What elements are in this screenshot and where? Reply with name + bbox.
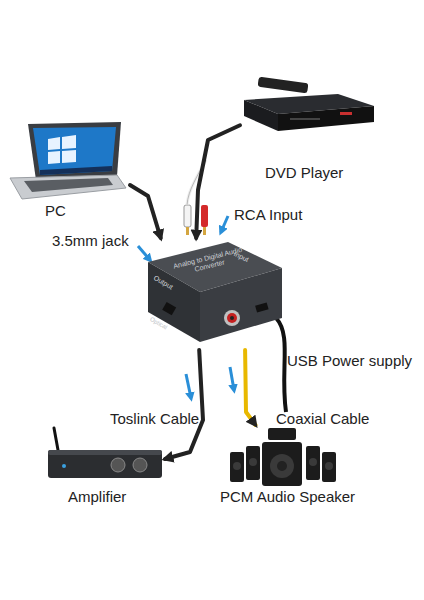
speaker-illustration-part: [270, 454, 294, 478]
laptop-illustration-part: [33, 127, 116, 175]
cable-label: 3.5mm jack: [52, 232, 129, 249]
dvd-player-illustration-part: [258, 77, 309, 94]
device-node: DVD Player: [240, 78, 375, 183]
speaker-illustration-part: [322, 452, 336, 482]
laptop-illustration-part: [10, 175, 126, 199]
amplifier-illustration-part: [62, 464, 66, 468]
device-node: Amplifier: [40, 438, 165, 508]
converter-node: InputAnalog to Digital Audio ConverterOu…: [140, 238, 288, 350]
device-node: PC: [12, 120, 130, 220]
laptop-illustration-part: [62, 150, 76, 163]
converter-box-part: [227, 313, 237, 323]
speaker-illustration-part: [246, 446, 260, 480]
device-name: DVD Player: [265, 164, 343, 181]
amplifier-illustration-part: [54, 428, 58, 450]
annotation-label: USB Power supply: [287, 352, 412, 369]
speaker-illustration-part: [233, 462, 241, 470]
converter-box-part: [162, 302, 176, 315]
laptop-illustration-part: [48, 137, 60, 150]
converter-box-part: [230, 316, 234, 320]
device-name: PCM Audio Speaker: [220, 488, 355, 505]
rca-plugs-part: [201, 205, 208, 227]
speaker-illustration-part: [249, 458, 257, 466]
cable-connector: [130, 185, 161, 238]
rca-plugs-part: [203, 227, 206, 235]
laptop-illustration-part: [24, 178, 113, 192]
dvd-player-illustration-part: [290, 118, 320, 120]
direction-arrows-part: [230, 367, 234, 390]
amplifier-illustration: [48, 428, 162, 478]
converter-box-part: [255, 303, 268, 313]
speaker-illustration-part: [230, 452, 244, 482]
amplifier-illustration-part: [111, 458, 125, 472]
dvd-player-illustration-part: [340, 112, 352, 115]
laptop-illustration-part: [48, 151, 60, 164]
converter-box-part: [200, 268, 282, 342]
converter-box-part: [148, 262, 200, 342]
device-name: Amplifier: [68, 488, 126, 505]
speaker-illustration-part: [309, 458, 317, 466]
usb-cable: [276, 318, 286, 412]
cable-connector: [196, 125, 240, 238]
laptop-illustration-part: [62, 135, 76, 149]
cable-label: Coaxial Cable: [276, 410, 369, 427]
amplifier-illustration-part: [133, 458, 147, 472]
cable-label: Toslink Cable: [110, 410, 199, 427]
speaker-illustration-part: [268, 428, 296, 440]
direction-arrows-part: [221, 216, 228, 232]
cable-label: RCA Input: [234, 206, 302, 223]
speaker-illustration-part: [277, 461, 287, 471]
usb-cable-part: [276, 318, 286, 412]
dvd-player-illustration-part: [278, 106, 374, 131]
cable-connector: [245, 350, 255, 425]
rca-plugs-part: [186, 227, 189, 235]
speaker-illustration-part: [262, 442, 302, 486]
amplifier-illustration-part: [48, 450, 162, 478]
device-node: PCM Audio Speaker: [215, 425, 350, 510]
amplifier-illustration-part: [48, 450, 162, 455]
speaker-illustration: [230, 428, 336, 486]
device-name: PC: [45, 202, 66, 219]
direction-arrows-part: [138, 246, 150, 260]
cable-connector: [165, 350, 203, 459]
dvd-player-illustration: [244, 77, 374, 131]
speaker-illustration-part: [325, 462, 333, 470]
laptop-illustration-part: [28, 122, 121, 180]
speaker-illustration-part: [306, 446, 320, 480]
laptop-illustration: [10, 122, 126, 199]
dvd-player-illustration-part: [244, 100, 278, 131]
direction-arrows-part: [186, 374, 191, 398]
rca-plugs-part: [184, 205, 191, 227]
converter-box-part: [224, 310, 240, 326]
laptop-illustration-part: [40, 166, 112, 175]
